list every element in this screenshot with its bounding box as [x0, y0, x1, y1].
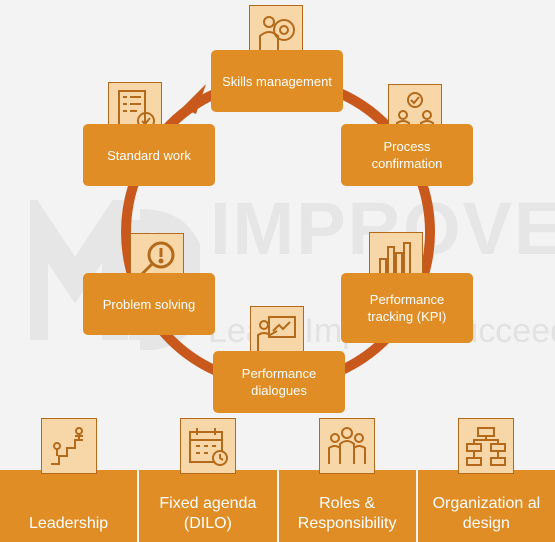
- org-chart-icon: [458, 418, 515, 474]
- team-people-icon: [319, 418, 376, 474]
- step-label: Process confirmation: [371, 139, 443, 171]
- step-problem-solving: Problem solving: [83, 273, 215, 335]
- step-label: Skills management: [222, 73, 332, 89]
- step-label: Problem solving: [102, 296, 196, 312]
- step-standard-work: Standard work: [83, 124, 215, 186]
- step-label: Performance dialogues: [241, 366, 317, 398]
- foundation-label: Roles & Responsibility: [297, 495, 397, 532]
- step-skills-management: Skills management: [211, 50, 343, 112]
- step-label: Standard work: [107, 147, 191, 163]
- leadership-stairs-icon: [40, 418, 97, 474]
- foundation-label: Organization al design: [432, 495, 541, 532]
- ring-arrow-head: [182, 84, 206, 114]
- step-performance-tracking: Performance tracking (KPI): [341, 273, 473, 343]
- foundation-leadership: Leadership: [0, 418, 140, 542]
- step-label: Performance tracking (KPI): [367, 292, 447, 324]
- foundation-label: Fixed agenda (DILO): [159, 495, 257, 532]
- foundation-fixed-agenda: Fixed agenda (DILO): [139, 418, 279, 542]
- step-performance-dialogues: Performance dialogues: [213, 351, 345, 413]
- calendar-clock-icon: [179, 418, 236, 474]
- foundation-label: Leadership: [29, 515, 109, 532]
- foundation-row: Leadership Fixed agenda (DILO) Roles & R…: [0, 418, 555, 542]
- foundation-roles: Roles & Responsibility: [279, 418, 418, 542]
- foundation-organization: Organization al design: [418, 418, 555, 542]
- step-process-confirmation: Process confirmation: [341, 124, 473, 186]
